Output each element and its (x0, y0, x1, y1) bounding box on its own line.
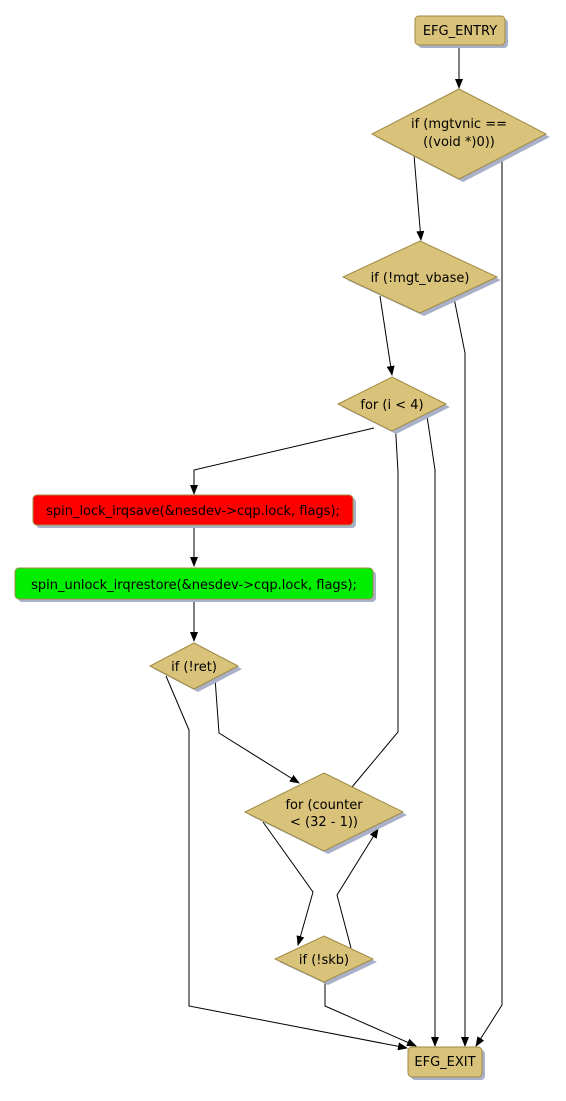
node-cond-skb-shape (273, 935, 375, 983)
edge-mgtvnic-to-exit (475, 157, 503, 1047)
node-loop-counter: for (counter < (32 - 1)) (243, 772, 407, 854)
edge-mgt-vbase-to-exit (453, 297, 469, 1047)
node-cond-ret-label: if (!ret) (171, 660, 217, 675)
node-unlock-call-label: spin_unlock_irqrestore(&nesdev->cqp.lock… (31, 578, 357, 593)
edge-skb-to-loop-counter (336, 828, 379, 949)
node-lock-call-box (32, 494, 354, 526)
node-cond-mgt-vbase-shape (341, 240, 499, 314)
edge-ret-to-exit (165, 675, 408, 1051)
node-exit: EFG_EXIT (407, 1046, 485, 1080)
node-unlock-call: spin_unlock_irqrestore(&nesdev->cqp.lock… (14, 567, 376, 602)
node-entry-label: EFG_ENTRY (423, 24, 497, 39)
edge-loop-counter-to-loop-i (351, 418, 400, 788)
node-cond-mgt-vbase: if (!mgt_vbase) (341, 240, 501, 316)
node-cond-mgtvnic-label-line1: if (mgtvnic == (411, 117, 507, 132)
node-lock-call: spin_lock_irqsave(&nesdev->cqp.lock, fla… (32, 494, 356, 528)
node-entry: EFG_ENTRY (414, 15, 508, 48)
node-lock-call-label: spin_lock_irqsave(&nesdev->cqp.lock, fla… (46, 504, 340, 519)
edge-mgtvnic-to-mgt-vbase (413, 154, 425, 241)
node-exit-label: EFG_EXIT (414, 1055, 475, 1070)
node-cond-mgtvnic: if (mgtvnic == ((void *)0)) (370, 88, 550, 182)
edges (165, 45, 503, 1051)
edge-loop-i-to-lock (190, 427, 375, 495)
node-cond-skb-label: if (!skb) (299, 953, 349, 968)
node-entry-box (414, 15, 506, 46)
edge-loop-i-to-exit (426, 415, 439, 1047)
node-loop-i-label: for (i < 4) (360, 398, 423, 413)
edge-ret-to-loop-counter (214, 677, 300, 784)
node-cond-ret-shape (148, 642, 240, 690)
node-loop-counter-label-line1: for (counter (285, 798, 363, 813)
node-loop-i-shape (336, 376, 448, 432)
node-exit-box (407, 1046, 483, 1078)
node-cond-mgtvnic-shape (370, 88, 548, 180)
node-cond-skb: if (!skb) (273, 935, 377, 985)
edge-loop-counter-to-skb (262, 821, 314, 946)
node-unlock-call-box (14, 567, 374, 600)
node-cond-ret: if (!ret) (148, 642, 242, 692)
node-loop-counter-label-line2: < (32 - 1)) (290, 815, 358, 830)
node-cond-mgtvnic-label-line2: ((void *)0)) (423, 135, 495, 150)
edge-mgt-vbase-to-loop-i (379, 295, 395, 376)
node-loop-counter-shape (243, 772, 405, 852)
edge-skb-to-exit (324, 982, 417, 1047)
node-cond-mgt-vbase-label: if (!mgt_vbase) (371, 271, 470, 286)
node-loop-i: for (i < 4) (336, 376, 450, 434)
